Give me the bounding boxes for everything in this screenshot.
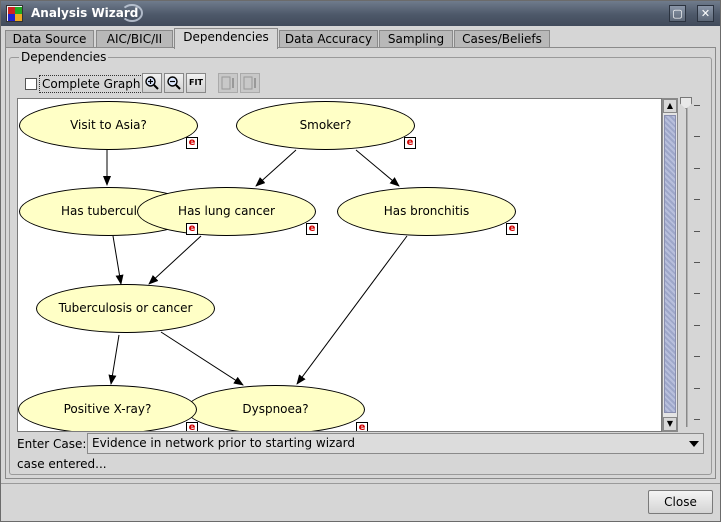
network-edges bbox=[103, 149, 408, 386]
layout-down-icon bbox=[221, 76, 234, 90]
title-decoration-icon bbox=[121, 4, 143, 22]
node-positive-xray[interactable]: Positive X-ray? bbox=[18, 385, 197, 431]
tab-data-accuracy[interactable]: Data Accuracy bbox=[279, 30, 378, 48]
node-smoker[interactable]: Smoker? bbox=[236, 101, 415, 150]
zoom-in-icon bbox=[145, 76, 159, 90]
title-bar[interactable]: Analysis Wizard ▢ ✕ bbox=[1, 1, 720, 26]
slider-tick bbox=[694, 388, 700, 389]
evidence-badge[interactable]: e bbox=[356, 422, 368, 431]
evidence-badge[interactable]: e bbox=[186, 223, 198, 235]
layout-up-button[interactable] bbox=[240, 73, 260, 93]
edge-tborcancer-dyspnoea bbox=[160, 331, 244, 386]
slider-tick bbox=[694, 231, 700, 232]
enter-case-value: Evidence in network prior to starting wi… bbox=[92, 436, 356, 450]
edge-smoker-bronchitis bbox=[355, 149, 400, 187]
tab-cases-beliefs[interactable]: Cases/Beliefs bbox=[454, 30, 550, 48]
scroll-up-button[interactable]: ▲ bbox=[663, 99, 677, 113]
evidence-badge[interactable]: e bbox=[506, 223, 518, 235]
node-dyspnoea[interactable]: Dyspnoea? bbox=[186, 385, 365, 431]
button-bar bbox=[1, 483, 720, 521]
slider-tick bbox=[694, 136, 700, 137]
evidence-badge[interactable]: e bbox=[404, 137, 416, 149]
node-visit-to-asia[interactable]: Visit to Asia? bbox=[19, 101, 198, 150]
layout-up-icon bbox=[243, 76, 256, 90]
zoom-slider-track[interactable] bbox=[686, 101, 688, 427]
status-text: case entered... bbox=[17, 457, 107, 471]
slider-tick bbox=[694, 325, 700, 326]
tab-aic-bic[interactable]: AIC/BIC/II bbox=[96, 30, 173, 48]
close-button[interactable]: Close bbox=[648, 490, 713, 514]
zoom-out-icon bbox=[167, 76, 181, 90]
scroll-thumb[interactable] bbox=[664, 115, 676, 413]
edge-tuberculosis-tborcancer bbox=[112, 235, 124, 285]
slider-tick bbox=[694, 168, 700, 169]
evidence-badge[interactable]: e bbox=[186, 137, 198, 149]
slider-tick bbox=[694, 105, 700, 106]
edge-smoker-lungcancer bbox=[255, 149, 297, 187]
zoom-slider-knob[interactable] bbox=[680, 97, 692, 109]
tab-sampling[interactable]: Sampling bbox=[379, 30, 453, 48]
tab-dependencies[interactable]: Dependencies bbox=[174, 28, 278, 49]
maximize-button[interactable]: ▢ bbox=[669, 5, 686, 22]
complete-graph-label[interactable]: Complete Graph bbox=[39, 75, 144, 93]
network-canvas[interactable]: Visit to Asia? e Smoker? e Has tuberculo… bbox=[17, 98, 662, 432]
close-window-button[interactable]: ✕ bbox=[697, 5, 714, 22]
slider-tick bbox=[694, 419, 700, 420]
slider-tick bbox=[694, 199, 700, 200]
zoom-out-button[interactable] bbox=[164, 73, 184, 93]
scroll-down-button[interactable]: ▼ bbox=[663, 417, 677, 431]
slider-tick bbox=[694, 356, 700, 357]
node-has-bronchitis[interactable]: Has bronchitis bbox=[337, 187, 516, 236]
fit-button[interactable]: FIT bbox=[186, 73, 206, 93]
chevron-down-icon[interactable] bbox=[689, 441, 699, 447]
window-title: Analysis Wizard bbox=[31, 6, 139, 20]
dependencies-group bbox=[9, 57, 712, 475]
zoom-in-button[interactable] bbox=[142, 73, 162, 93]
enter-case-label: Enter Case: bbox=[17, 437, 87, 451]
canvas-vertical-scrollbar[interactable]: ▲ ▼ bbox=[662, 98, 678, 432]
node-tuberculosis-or-cancer[interactable]: Tuberculosis or cancer bbox=[36, 284, 215, 333]
layout-down-button[interactable] bbox=[218, 73, 238, 93]
slider-tick bbox=[694, 293, 700, 294]
tab-data-source[interactable]: Data Source bbox=[5, 30, 94, 48]
edge-tborcancer-xray bbox=[108, 334, 120, 385]
complete-graph-checkbox[interactable] bbox=[25, 78, 37, 90]
evidence-badge[interactable]: e bbox=[306, 223, 318, 235]
enter-case-select[interactable]: Evidence in network prior to starting wi… bbox=[87, 433, 704, 454]
node-has-lung-cancer[interactable]: Has lung cancer bbox=[137, 187, 316, 236]
slider-tick bbox=[694, 262, 700, 263]
evidence-badge[interactable]: e bbox=[186, 422, 198, 431]
app-icon bbox=[6, 5, 23, 22]
edge-bronchitis-dyspnoea bbox=[296, 235, 408, 385]
edge-lungcancer-tborcancer bbox=[148, 235, 202, 285]
dependencies-group-label: Dependencies bbox=[19, 50, 109, 64]
